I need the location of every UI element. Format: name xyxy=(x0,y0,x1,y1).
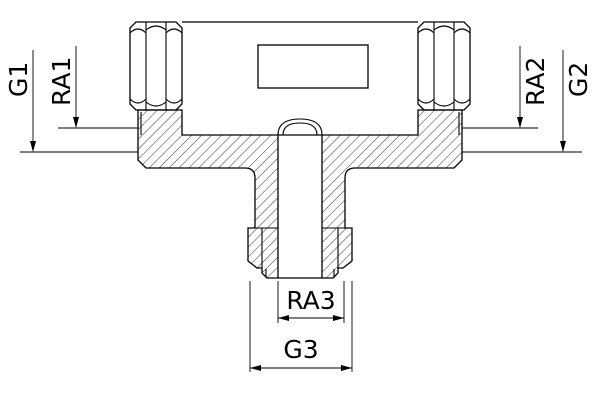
bore-dome-inner xyxy=(282,122,318,136)
dimension-label-g2: G2 xyxy=(564,62,593,97)
fitting-section xyxy=(137,109,463,279)
left-nut-facets xyxy=(145,22,167,110)
left-nut-chamfer-arcs xyxy=(129,25,183,107)
bottom-tip-thread-lines xyxy=(265,269,335,278)
dimension-g3: G3 xyxy=(249,281,353,372)
g3-extension-lines xyxy=(249,281,353,372)
dimension-label-g3: G3 xyxy=(283,335,318,364)
section-hatch-fill xyxy=(138,110,462,278)
right-nut-outline xyxy=(417,21,471,111)
dimension-label-ra2: RA2 xyxy=(521,57,550,106)
fitting-body xyxy=(182,21,418,89)
bottom-nut-facets xyxy=(261,228,339,268)
dimension-ra1: RA1 xyxy=(47,46,138,129)
right-hex-nut xyxy=(417,21,471,111)
left-hex-nut xyxy=(129,21,183,111)
dimension-g2: G2 xyxy=(462,50,593,153)
dimension-ra2: RA2 xyxy=(462,46,550,129)
ra3-arrow-right xyxy=(333,315,344,321)
fitting-details xyxy=(140,112,460,278)
g2-arrow xyxy=(560,141,566,152)
dimension-label-ra1: RA1 xyxy=(47,57,76,106)
right-nut-chamfer-arcs xyxy=(417,25,471,107)
ra2-arrow xyxy=(517,117,523,128)
g1-arrow xyxy=(30,141,36,152)
dimension-g1: G1 xyxy=(4,50,138,153)
left-nut-outline xyxy=(129,21,183,111)
ra3-arrow-left xyxy=(278,315,289,321)
ra3-extension-lines xyxy=(277,281,345,323)
body-port-outline xyxy=(257,44,369,89)
g3-arrow-left xyxy=(250,365,261,371)
dimension-label-g1: G1 xyxy=(4,62,33,97)
dimension-ra3: RA3 xyxy=(277,281,345,323)
ra1-arrow xyxy=(73,117,79,128)
g3-arrow-right xyxy=(341,365,352,371)
right-nut-facets xyxy=(433,22,455,110)
bore-dome-outer xyxy=(277,118,323,136)
dimension-label-ra3: RA3 xyxy=(286,286,335,315)
section-outline xyxy=(137,109,463,279)
